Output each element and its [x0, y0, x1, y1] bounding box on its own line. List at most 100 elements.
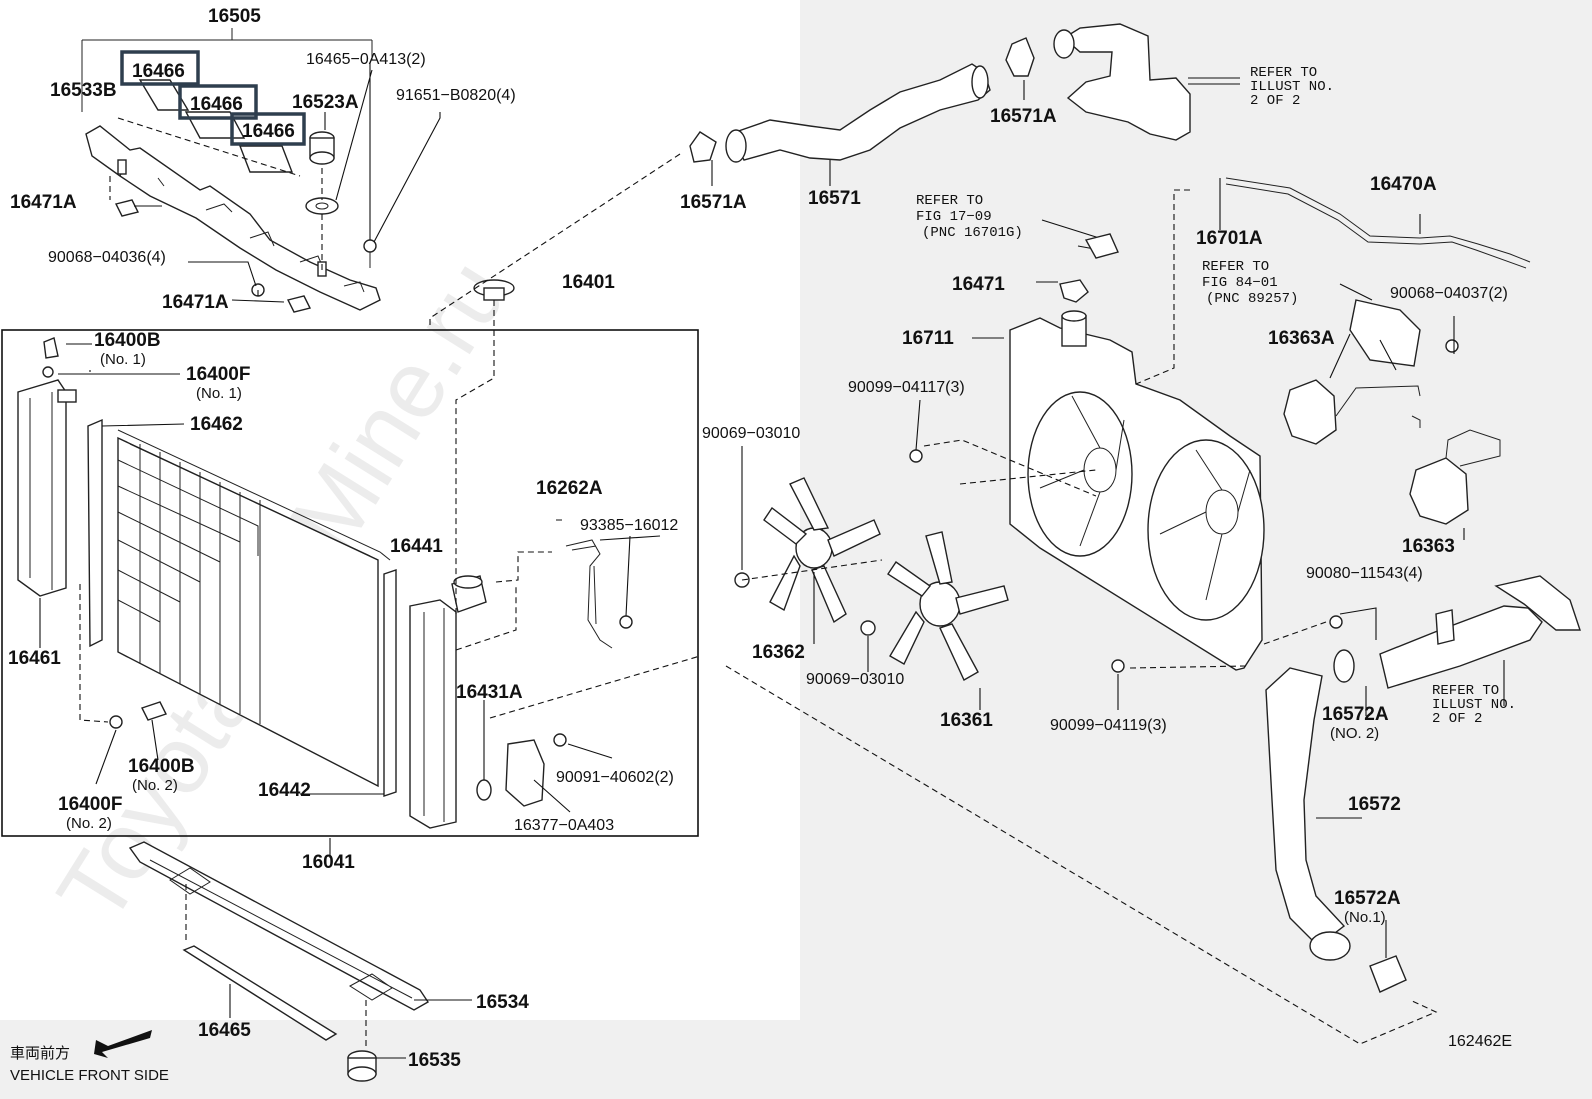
label-90069-a: 90069−03010	[702, 425, 800, 442]
clamp-16572a-no1	[1369, 955, 1407, 993]
bottom-strip-bg	[0, 1020, 800, 1099]
label-90068-04036: 90068−04036(4)	[48, 249, 166, 266]
radiator-group	[17, 279, 701, 858]
label-16363: 16363	[1402, 536, 1455, 557]
refer-fig17-line3: (PNC 16701G)	[922, 225, 1023, 241]
label-no2-b: (No. 2)	[66, 815, 112, 832]
refer-a-line1: REFER TO	[1250, 65, 1317, 81]
label-16041: 16041	[302, 852, 355, 873]
upper-hose-group	[429, 37, 1035, 328]
resistor-89257	[1349, 299, 1421, 367]
label-16400b-no1: 16400B	[94, 330, 161, 351]
label-16534: 16534	[476, 992, 529, 1013]
water-outlet	[1062, 23, 1191, 141]
label-16465-0a413: 16465−0A413(2)	[306, 51, 426, 68]
label-16361: 16361	[940, 710, 993, 731]
refer-b-line1: REFER TO	[1432, 683, 1499, 699]
upper-support-bracket	[85, 125, 381, 311]
label-16466-b: 16466	[190, 94, 243, 115]
refer-b-line2: ILLUST NO.	[1432, 697, 1516, 713]
drain-plug-16400b-no2	[141, 701, 167, 721]
lower-support-group	[128, 841, 472, 1082]
label-16466-a: 16466	[132, 61, 185, 82]
label-16466-c: 16466	[242, 121, 295, 142]
label-16711: 16711	[902, 328, 954, 349]
water-inlet-pipe	[1379, 605, 1543, 689]
label-90099-04117: 90099−04117(3)	[848, 379, 965, 396]
clamp-16571a-b	[1005, 37, 1035, 77]
label-16470a: 16470A	[1370, 174, 1437, 195]
bolt-90080	[1329, 615, 1343, 629]
label-16572: 16572	[1348, 794, 1401, 815]
hose-16470a	[1225, 177, 1531, 263]
label-16572a-no2: 16572A	[1322, 704, 1389, 725]
label-16363a: 16363A	[1268, 328, 1335, 349]
nut-90069-b	[860, 620, 876, 636]
upper-support-group	[81, 28, 441, 313]
left-tank-16461	[17, 379, 67, 597]
hose-16262a	[565, 539, 613, 649]
clip-16471a-bot	[286, 295, 312, 313]
refer-fig84-line3: (PNC 89257)	[1206, 291, 1298, 307]
label-no1-b: (No. 1)	[196, 385, 242, 402]
sensor-16377	[505, 739, 545, 807]
label-91651: 91651−B0820(4)	[396, 87, 516, 104]
label-16535: 16535	[408, 1050, 461, 1071]
label-93385: 93385−16012	[580, 517, 678, 534]
fan-16362	[763, 477, 881, 624]
label-16471a-top: 16471A	[10, 192, 77, 213]
label-16571a-a: 16571A	[680, 192, 747, 213]
fan-shroud-group	[734, 177, 1531, 710]
upper-hose-16571	[728, 63, 991, 161]
bolt-90091	[553, 733, 567, 747]
front-side-en: VEHICLE FRONT SIDE	[10, 1067, 169, 1084]
label-16571: 16571	[808, 188, 861, 209]
refer-fig17-line2: FIG 17−09	[916, 209, 992, 225]
fan-16361	[887, 531, 1009, 681]
refer-tag-17-09	[1084, 233, 1119, 259]
label-16571a-b: 16571A	[990, 106, 1057, 127]
refer-a-line3: 2 OF 2	[1250, 93, 1300, 109]
drain-plug-16400b-no1	[43, 337, 59, 359]
label-16362: 16362	[752, 642, 805, 663]
label-16441: 16441	[390, 536, 443, 557]
label-16400f-no1: 16400F	[186, 364, 250, 385]
lower-support-16534	[128, 841, 429, 1011]
oring-16431a	[476, 779, 492, 801]
highlight-box-b	[178, 84, 258, 120]
label-no2-a: (No. 2)	[132, 777, 178, 794]
clip-16471	[1059, 279, 1089, 303]
oring-16400f-no1	[42, 366, 54, 378]
cushion-16523a	[309, 151, 335, 165]
label-90069-b: 90069−03010	[806, 671, 904, 688]
label-90091: 90091−40602(2)	[556, 769, 674, 786]
bolt-93385	[619, 615, 633, 629]
label-16462: 16462	[190, 414, 243, 435]
label-16461: 16461	[8, 648, 61, 669]
label-90068-04037: 90068−04037(2)	[1390, 285, 1508, 302]
label-no1-c: (No.1)	[1344, 909, 1386, 926]
front-arrow-icon	[94, 1030, 152, 1058]
clamp-16572a-no2	[1333, 649, 1355, 683]
bolt-90099-04117	[909, 449, 923, 463]
label-16701a: 16701A	[1196, 228, 1263, 249]
label-16262a: 16262A	[536, 478, 603, 499]
right-tank-16441	[409, 599, 457, 829]
bolt-90068-04037	[1445, 339, 1459, 353]
refer-fig17-line1: REFER TO	[916, 193, 983, 209]
motor-16363a	[1283, 379, 1337, 445]
front-side-jp: 車両前方	[10, 1045, 70, 1062]
label-16533b: 16533B	[50, 80, 117, 101]
label-16572a-no1: 16572A	[1334, 888, 1401, 909]
water-outlet-group	[1053, 23, 1240, 141]
label-16523a: 16523A	[292, 92, 359, 113]
radiator-assembly-frame	[1, 329, 699, 837]
refer-fig84-line2: FIG 84−01	[1202, 275, 1278, 291]
label-90099-04119: 90099−04119(3)	[1050, 717, 1167, 734]
label-16401: 16401	[562, 272, 615, 293]
highlight-box-a	[120, 50, 200, 86]
label-90080: 90080−11543(4)	[1306, 565, 1423, 582]
diagram-code: 162462E	[1448, 1033, 1512, 1050]
label-16377: 16377−0A403	[514, 817, 614, 834]
